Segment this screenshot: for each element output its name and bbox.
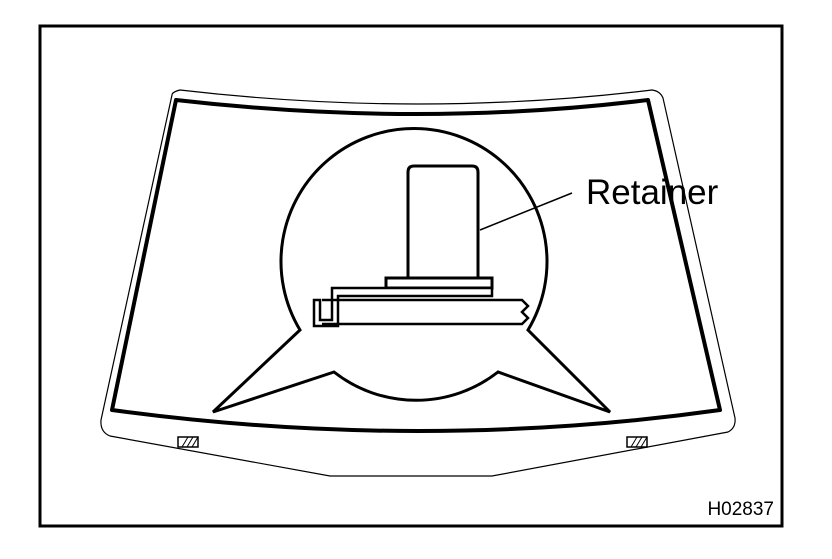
lower-locator-left (177, 436, 199, 448)
retainer-base (384, 276, 494, 290)
retainer-label: Retainer (586, 173, 719, 212)
windshield-molding-line (110, 98, 722, 433)
body-panel-section (322, 298, 530, 326)
retainer-leader-line (479, 192, 573, 231)
retainer-clip (312, 286, 494, 328)
lower-locator-right (626, 436, 648, 448)
retainer-body (406, 164, 480, 280)
figure-code: H02837 (707, 499, 774, 520)
